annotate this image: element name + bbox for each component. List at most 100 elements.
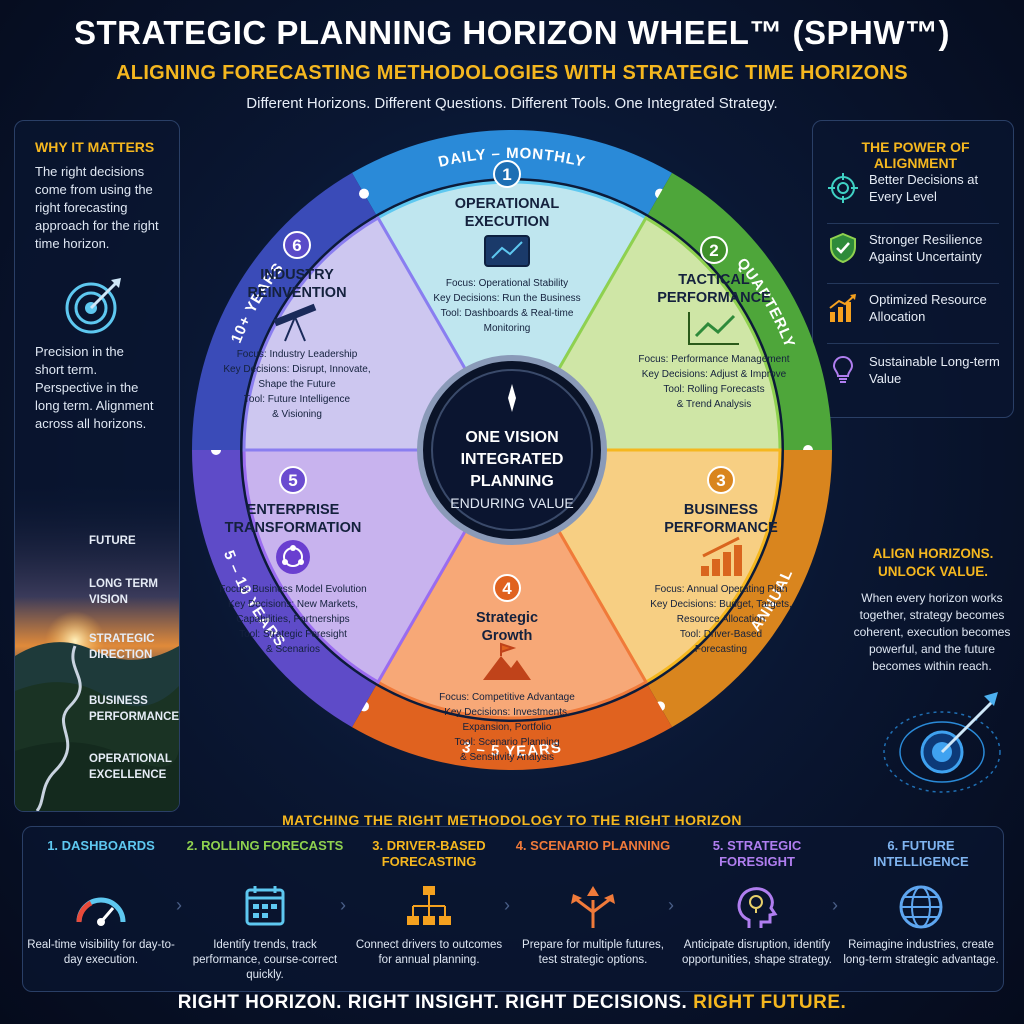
alignment-item: Better Decisions at Every Level — [827, 171, 1007, 205]
segment-number-badge — [279, 466, 307, 494]
chevron-right-icon: › — [504, 895, 510, 915]
segment-detail: Tool: Dashboards & Real-time — [441, 308, 574, 319]
segment-detail: Key Decisions: Investments, — [444, 707, 570, 718]
segment-icon — [484, 235, 530, 267]
road-label-long-term-vision: LONG TERM VISION — [89, 578, 158, 606]
power-heading: THE POWER OF ALIGNMENT — [861, 139, 970, 171]
methodology-title: 1. DASHBOARDS — [47, 838, 155, 853]
chevron-right-icon: › — [832, 895, 838, 915]
segment-title: PERFORMANCE — [657, 290, 771, 306]
methodology-title: 6. FUTURE INTELLIGENCE — [873, 838, 969, 869]
segment-detail: & Scenarios — [266, 644, 320, 655]
footer-slogan-gold: RIGHT FUTURE. — [693, 992, 847, 1013]
segment-icon — [701, 536, 742, 576]
horizon-ring-segment — [648, 172, 832, 450]
segment-number: 1 — [502, 165, 511, 184]
segment-detail: Focus: Competitive Advantage — [439, 692, 575, 703]
methodology-rolling-forecasts: 2. ROLLING FORECASTS Identify trends, tr… — [186, 838, 344, 983]
alignment-item-text: Stronger Resilience Against Uncertainty — [869, 232, 983, 264]
segment-title: TACTICAL — [678, 272, 750, 288]
segment-number-badge — [493, 574, 521, 602]
target-icon — [828, 173, 858, 203]
segment-detail: Tool: Future Intelligence — [244, 394, 351, 405]
footer-slogan: RIGHT HORIZON. RIGHT INSIGHT. RIGHT DECI… — [0, 992, 1024, 1014]
page-title: STRATEGIC PLANNING HORIZON WHEEL™ (SPHW™… — [73, 14, 951, 51]
methodology-panel — [22, 826, 1004, 992]
horizon-label: 3 – 5 YEARS — [461, 739, 563, 760]
segment-detail: Key Decisions: Adjust & Improve — [642, 369, 787, 380]
precision-text: Precision in the short term. Perspective… — [35, 344, 154, 431]
divider — [827, 283, 999, 284]
methodology-text: Anticipate disruption, identify opportun… — [681, 939, 833, 966]
segment-title: REINVENTION — [247, 285, 346, 301]
segment-detail: Key Decisions: New Markets, — [228, 599, 358, 610]
center-text: PLANNING — [470, 473, 554, 490]
segment-icon — [688, 312, 739, 345]
hierarchy-icon — [407, 886, 451, 925]
page-subtitle: ALIGNING FORECASTING METHODOLOGIES WITH … — [116, 62, 908, 84]
segment-title: TRANSFORMATION — [225, 520, 362, 536]
road-label-future: FUTURE — [89, 535, 136, 547]
methodology-text: Prepare for multiple futures, test strat… — [522, 939, 664, 966]
segment-title: EXECUTION — [465, 214, 550, 230]
segment-number: 6 — [292, 236, 301, 255]
segment-title: PERFORMANCE — [664, 520, 778, 536]
chevron-right-icon: › — [176, 895, 182, 915]
road-label-strategic-direction: STRATEGIC DIRECTION — [89, 633, 155, 661]
alignment-item-text: Optimized Resource Allocation — [869, 292, 987, 324]
shield-check-icon — [830, 232, 856, 264]
segment-icon — [483, 642, 531, 680]
segment-detail: & Visioning — [272, 409, 322, 420]
methodology-title: 3. DRIVER-BASED FORECASTING — [372, 838, 486, 869]
alignment-item: Optimized Resource Allocation — [827, 291, 1007, 325]
alignment-item-text: Sustainable Long-term Value — [869, 354, 1000, 386]
segment-detail: Key Decisions: Disrupt, Innovate, — [223, 364, 370, 375]
divider — [827, 223, 999, 224]
segment-detail: Focus: Performance Management — [638, 354, 789, 365]
segment-detail: Shape the Future — [258, 379, 336, 390]
methodology-heading: MATCHING THE RIGHT METHODOLOGY TO THE RI… — [282, 812, 742, 828]
chevron-right-icon: › — [340, 895, 346, 915]
segment-number-badge — [493, 160, 521, 188]
segment-detail: Focus: Annual Operating Plan — [655, 584, 788, 595]
segment-detail: Key Decisions: Run the Business — [433, 293, 580, 304]
segment-detail: Focus: Business Model Evolution — [219, 584, 366, 595]
segment-detail: Tool: Driver-Based — [680, 629, 762, 640]
center-text: INTEGRATED — [461, 451, 564, 468]
branch-arrows-icon — [571, 886, 615, 928]
segment-number-badge — [700, 236, 728, 264]
segment-detail: Focus: Industry Leadership — [237, 349, 358, 360]
segment-detail: Monitoring — [484, 323, 531, 334]
segment-title: BUSINESS — [684, 502, 758, 518]
alignment-item: Stronger Resilience Against Uncertainty — [827, 231, 1007, 265]
methodology-text: Connect drivers to outcomes for annual p… — [355, 939, 503, 966]
globe-icon — [899, 885, 943, 929]
segment-title: ENTERPRISE — [247, 502, 340, 518]
horizon-ring-segment — [192, 450, 376, 728]
horizon-ring-segment — [352, 685, 672, 771]
lightbulb-icon — [832, 355, 854, 383]
road-label-business-performance: BUSINESS PERFORMANCE — [89, 695, 180, 723]
segment-number-badge — [707, 466, 735, 494]
segment-detail: Focus: Operational Stability — [446, 278, 568, 289]
methodology-strategic-foresight: 5. STRATEGIC FORESIGHT Anticipate disrup… — [678, 838, 836, 968]
alignment-item-text: Better Decisions at Every Level — [869, 172, 979, 204]
center-hub — [431, 369, 593, 531]
ring-arrow-marker — [359, 188, 369, 199]
segment-icon — [276, 540, 310, 574]
segment-number: 5 — [288, 471, 297, 490]
why-text: The right decisions come from using the … — [35, 164, 159, 251]
segment-detail: Key Decisions: Budget, Targets, — [650, 599, 792, 610]
segment-detail: Forecasting — [695, 644, 747, 655]
segment-title: Strategic — [476, 610, 538, 626]
segment-icon — [273, 303, 317, 342]
chevron-right-icon: › — [668, 895, 674, 915]
bar-growth-icon — [829, 294, 856, 322]
segment-title: Growth — [482, 628, 533, 644]
methodology-text: Real-time visibility for day-to-day exec… — [27, 939, 175, 966]
